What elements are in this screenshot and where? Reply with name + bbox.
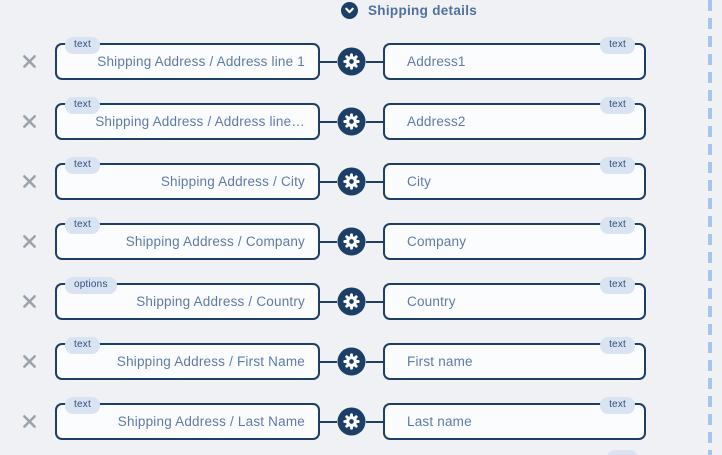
x-icon [23,235,36,248]
remove-mapping-button[interactable] [22,294,37,309]
target-field[interactable]: text Address2 [383,97,646,140]
chevron-down-circle-icon [341,2,358,19]
source-field[interactable]: text Shipping Address / Last Name [55,397,320,440]
mapping-settings-button[interactable] [337,407,366,436]
x-icon [23,175,36,188]
connector-line-left [320,240,337,243]
mapping-settings-button[interactable] [337,227,366,256]
source-field[interactable]: text Shipping Address / Address line… [55,97,320,140]
target-field[interactable]: text Address1 [383,37,646,80]
source-type-badge: text [65,97,100,114]
target-type-badge: text [600,157,635,174]
target-type-badge: text [600,37,635,54]
mapping-row: text Shipping Address / Last Name [22,397,646,440]
target-type-badge: text [600,337,635,354]
x-icon [23,55,36,68]
connector-line-left [320,120,337,123]
x-icon [23,355,36,368]
connector-line-right [366,180,383,183]
source-field-label: Shipping Address / Last Name [117,414,305,429]
target-field-label: City [407,174,432,189]
section-header: Shipping details [341,2,477,19]
target-type-badge: text [600,397,635,414]
source-field-label: Shipping Address / City [160,174,305,189]
target-field-label: Address1 [407,54,466,69]
source-field[interactable]: text Shipping Address / City [55,157,320,200]
collapse-section-button[interactable] [341,2,358,19]
connector-line-left [320,420,337,423]
source-field-label: Shipping Address / Address line… [95,114,305,129]
source-type-badge: text [65,397,100,414]
gear-icon [337,167,366,196]
source-type-badge: text [65,37,100,54]
x-icon [23,115,36,128]
remove-mapping-button[interactable] [22,114,37,129]
remove-mapping-button[interactable] [22,414,37,429]
connector-line-left [320,360,337,363]
source-field[interactable]: text Shipping Address / First Name [55,337,320,380]
target-field-label: Company [407,234,467,249]
source-type-badge: text [65,157,100,174]
remove-mapping-button[interactable] [22,54,37,69]
target-field[interactable]: text First name [383,337,646,380]
mapping-row: text Shipping Address / Address line 1 [22,37,646,80]
source-type-badge: text [65,337,100,354]
connector-line-right [366,240,383,243]
target-field[interactable]: text Country [383,277,646,320]
remove-mapping-button[interactable] [22,174,37,189]
mapping-row: text Shipping Address / City [22,157,646,200]
connector-line-right [366,60,383,63]
mapping-row: text Shipping Address / Address line… [22,97,646,140]
mapping-settings-button[interactable] [337,287,366,316]
connector-line-right [366,360,383,363]
gear-icon [337,347,366,376]
target-field[interactable]: text City [383,157,646,200]
gear-icon [337,227,366,256]
source-field-label: Shipping Address / First Name [116,354,305,369]
target-field[interactable]: text Company [383,217,646,260]
source-field[interactable]: options Shipping Address / Country [55,277,320,320]
canvas-dashed-edge [708,0,712,455]
target-field-label: First name [407,354,473,369]
mapping-settings-button[interactable] [337,347,366,376]
connector-line-right [366,420,383,423]
source-field[interactable]: text Shipping Address / Address line 1 [55,37,320,80]
target-type-badge: text [600,97,635,114]
mapping-row: text Shipping Address / First Name [22,337,646,380]
target-field-label: Country [407,294,456,309]
x-icon [23,415,36,428]
target-type-badge: text [600,277,635,294]
mapping-settings-button[interactable] [337,47,366,76]
source-field-label: Shipping Address / Country [136,294,305,309]
source-type-badge: text [65,217,100,234]
connector-line-left [320,300,337,303]
connector-line-right [366,120,383,123]
gear-icon [337,287,366,316]
mapping-row: options Shipping Address / Country [22,277,646,320]
mapping-row: text Shipping Address / Company [22,217,646,260]
mapping-settings-button[interactable] [337,167,366,196]
target-field-label: Last name [407,414,472,429]
connector-line-right [366,300,383,303]
mapping-settings-button[interactable] [337,107,366,136]
target-field-label: Address2 [407,114,466,129]
gear-icon [337,107,366,136]
section-title: Shipping details [368,3,478,18]
connector-line-left [320,60,337,63]
gear-icon [337,47,366,76]
remove-mapping-button[interactable] [22,354,37,369]
target-type-badge: text [600,217,635,234]
source-field[interactable]: text Shipping Address / Company [55,217,320,260]
source-type-badge: options [65,277,117,294]
next-row-badge-peek [607,450,638,455]
source-field-label: Shipping Address / Address line 1 [97,54,305,69]
gear-icon [337,407,366,436]
source-field-label: Shipping Address / Company [125,234,305,249]
connector-line-left [320,180,337,183]
x-icon [23,295,36,308]
remove-mapping-button[interactable] [22,234,37,249]
target-field[interactable]: text Last name [383,397,646,440]
